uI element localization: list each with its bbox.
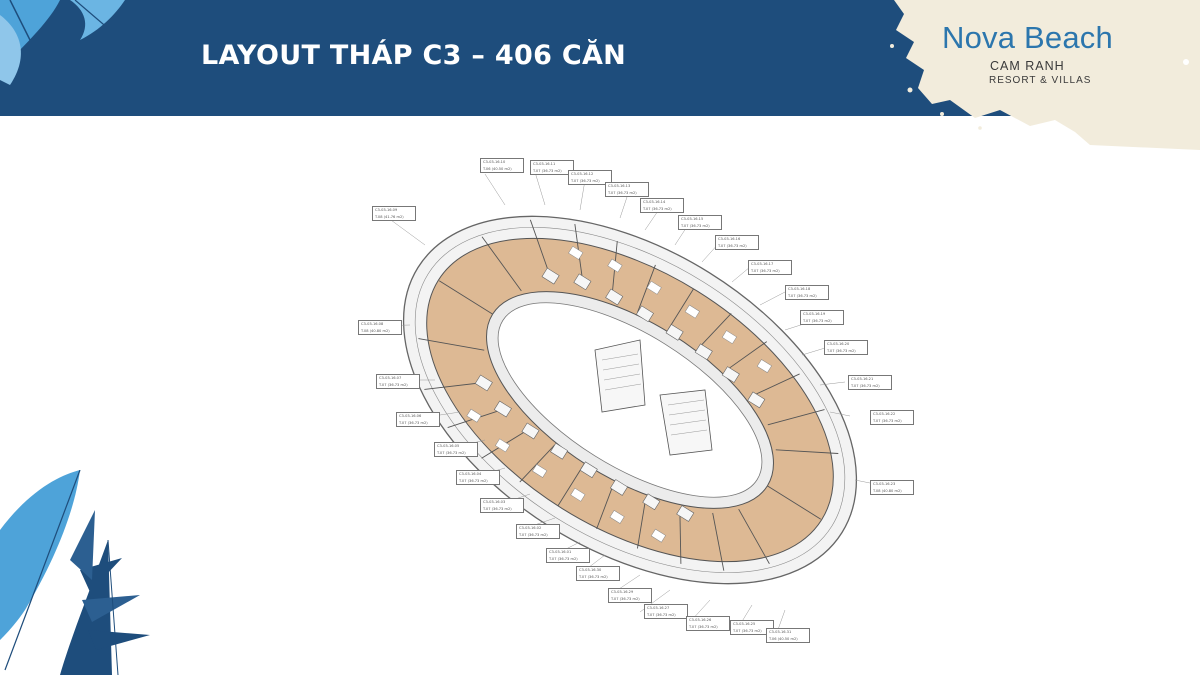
tropical-leaf-icon <box>0 0 125 85</box>
logo-brand-beach: Beach <box>1024 20 1113 55</box>
logo-brand: Nova Beach <box>942 20 1113 56</box>
logo-location: CAM RANH <box>990 59 1065 73</box>
palm-leaf-icon <box>0 470 150 675</box>
parchment-background <box>890 0 1200 150</box>
logo-tagline: RESORT & VILLAS <box>989 75 1092 86</box>
logo-brand-nova: Nova <box>942 20 1016 55</box>
logo: Nova Beach CAM RANH RESORT & VILLAS <box>880 0 1200 150</box>
floor-plan-drawing <box>369 171 886 639</box>
page-title: LAYOUT THÁP C3 – 406 CĂN <box>201 40 627 71</box>
